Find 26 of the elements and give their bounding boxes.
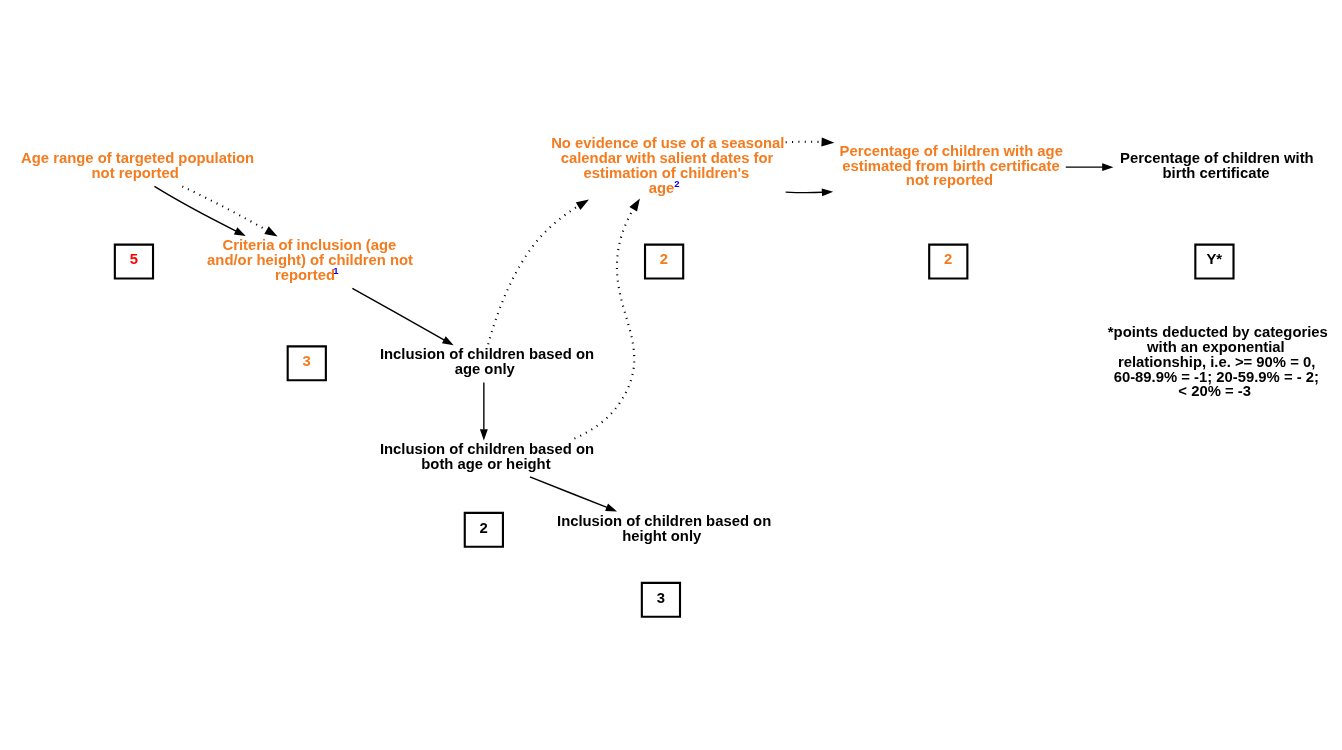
arrow — [574, 198, 640, 440]
arrow — [181, 185, 278, 237]
node-box: 2 — [643, 243, 685, 280]
node-text: Percentage of children with birth certificate — [1120, 150, 1314, 181]
arrow — [487, 199, 589, 345]
arrow — [785, 137, 835, 147]
arrow — [529, 476, 618, 512]
node-text: No evidence of use of a seasonal calendar with salient dates for estimation of children's age$^{2}$ — [551, 135, 785, 196]
node-text: Inclusion of children based on both age or height — [379, 440, 595, 472]
node-text: Age range of targeted population not reported — [21, 150, 255, 181]
node-text: Criteria of inclusion (age and/or height) of children not reported$^{1}$ — [207, 237, 414, 283]
node-text: Inclusion of children based on height only — [557, 512, 772, 544]
arrow — [1065, 163, 1114, 172]
node-box: 2 — [463, 511, 504, 548]
node-text: Percentage of children with age estimated from birth certificate not reported — [839, 142, 1063, 189]
node-text: Inclusion of children based on age only — [379, 346, 595, 378]
arrow — [153, 185, 246, 236]
node-box: 2 — [928, 243, 969, 280]
arrow — [784, 188, 834, 197]
node-box: Y* — [1194, 243, 1235, 280]
arrow — [479, 381, 488, 441]
arrow — [351, 287, 454, 346]
label: *points deducted by categories with an exponential relationship, i.e. >= 90% = 0, 60-89.9% = -1; 20-59.9% = - 2; < 20% = -3 — [1107, 324, 1328, 400]
node-box: 3 — [286, 345, 327, 382]
node-box: 5 — [113, 243, 155, 280]
node-box: 3 — [640, 581, 682, 618]
